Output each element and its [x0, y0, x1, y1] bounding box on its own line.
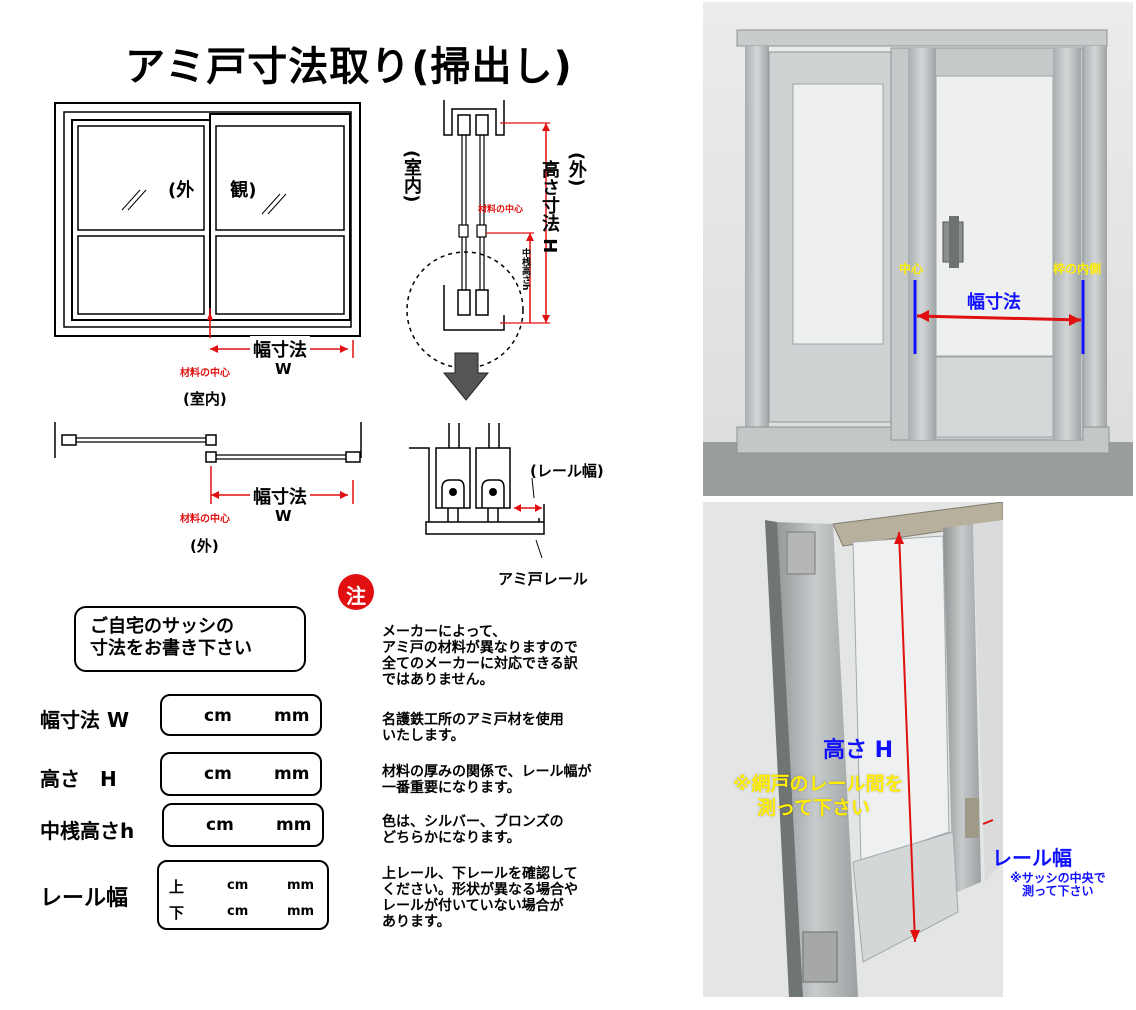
rail-bottom-cm: cm — [227, 904, 249, 919]
outside-view-label: (外 観) — [168, 180, 257, 201]
rail-top-mm: mm — [287, 878, 315, 893]
section-diagram — [406, 100, 550, 401]
form-label-height: 高さ H — [40, 767, 117, 791]
nakazan-input-box[interactable]: cm mm — [162, 803, 324, 847]
note-5-line-3: レールが付いていない場合が — [382, 898, 564, 914]
width-dim-label-top: 幅寸法 — [250, 336, 310, 362]
width-input-box[interactable]: cm mm — [160, 694, 322, 736]
rail-top-cm: cm — [227, 878, 249, 893]
form-label-rail: レール幅 — [40, 886, 129, 911]
note-1-line-3: 全てのメーカーに対応できる訳 — [382, 656, 578, 672]
nakazan-mm-unit: mm — [276, 815, 312, 835]
photo-center-note: ※サッシの中央で 測って下さい — [1010, 872, 1106, 898]
photo-measure-note-line-2: 測って下さい — [757, 797, 871, 819]
photo-sash-side-drawing — [703, 502, 1003, 997]
material-center-label-top: 材料の中心 — [180, 368, 230, 379]
photo-center-label: 中心 — [899, 262, 924, 276]
outdoor-label-plan: (外) — [190, 537, 219, 555]
form-label-nakazan: 中桟高さh — [40, 819, 135, 843]
height-mm-unit: mm — [274, 764, 310, 784]
photo-window-front: 中心 枠の内側 幅寸法 — [703, 2, 1133, 496]
form-heading-box: ご自宅のサッシの 寸法をお書き下さい — [74, 606, 306, 672]
w-letter-top: W — [275, 360, 292, 378]
note-badge-text: 注 — [346, 584, 366, 608]
height-input-box[interactable]: cm mm — [160, 752, 322, 796]
photo-center-note-line-2: 測って下さい — [1022, 884, 1094, 898]
note-1: メーカーによって、 アミ戸の材料が異なりますので 全てのメーカーに対応できる訳 … — [382, 624, 578, 688]
rail-width-label: (レール幅) — [530, 462, 604, 480]
indoor-label-top: (室内) — [183, 390, 227, 408]
form-heading-line-1: ご自宅のサッシの — [90, 616, 234, 637]
nakazan-height-label: 中桟高さh — [520, 248, 530, 291]
ami-rail-label: アミ戸レール — [498, 570, 588, 588]
outdoor-vertical-label: (外) — [566, 152, 587, 187]
rail-input-box[interactable]: 上 cm mm 下 cm mm — [157, 860, 329, 930]
w-letter-plan: W — [275, 507, 292, 525]
photo-window-front-drawing — [703, 2, 1133, 496]
rail-bottom-label: 下 — [169, 904, 185, 922]
note-1-line-1: メーカーによって、 — [382, 624, 507, 640]
photo-measure-note-line-1: ※網戸のレール間を — [733, 773, 904, 795]
note-2: 名護鉄工所のアミ戸材を使用 いたします。 — [382, 712, 564, 744]
note-4: 色は、シルバー、ブロンズの どちらかになります。 — [382, 814, 564, 846]
width-dim-label-plan: 幅寸法 — [250, 483, 310, 509]
note-3: 材料の厚みの関係で、レール幅が 一番重要になります。 — [382, 764, 591, 796]
note-2-line-1: 名護鉄工所のアミ戸材を使用 — [382, 712, 564, 728]
photo-center-note-line-1: ※サッシの中央で — [1010, 871, 1106, 885]
rail-plan-diagram — [54, 422, 362, 463]
note-badge — [338, 574, 374, 610]
window-elevation-diagram — [54, 102, 361, 338]
note-1-line-2: アミ戸の材料が異なりますので — [382, 640, 578, 656]
width-mm-unit: mm — [274, 706, 310, 726]
note-3-line-1: 材料の厚みの関係で、レール幅が — [382, 764, 592, 780]
photo-sash-side: 高さ H ※網戸のレール間を 測って下さい — [703, 502, 1003, 997]
width-cm-unit: cm — [204, 706, 232, 726]
note-4-line-1: 色は、シルバー、ブロンズの — [382, 814, 564, 830]
form-label-width: 幅寸法 W — [40, 708, 130, 732]
height-dim-label: 高さ寸法 H — [539, 160, 560, 254]
photo-inner-frame-label: 枠の内側 — [1053, 262, 1102, 276]
note-3-line-2: 一番重要になります。 — [382, 780, 521, 796]
note-4-line-2: どちらかになります。 — [382, 830, 521, 846]
note-1-line-4: ではありません。 — [382, 672, 494, 688]
rail-detail-diagram — [409, 423, 545, 559]
note-5-line-1: 上レール、下レールを確認して — [382, 866, 578, 882]
note-5-line-4: あります。 — [382, 914, 451, 930]
indoor-vertical-label: (室内) — [401, 150, 422, 203]
form-heading-line-2: 寸法をお書き下さい — [90, 638, 252, 659]
material-center-small-label: 材料の中心 — [478, 205, 524, 215]
note-5-line-2: ください。形状が異なる場合や — [382, 882, 578, 898]
photo-height-label: 高さ H — [823, 738, 894, 763]
page-title: アミ戸寸法取り(掃出し) — [125, 44, 573, 90]
nakazan-cm-unit: cm — [206, 815, 234, 835]
photo-rail-width-label: レール幅 — [992, 846, 1072, 870]
rail-bottom-mm: mm — [287, 904, 315, 919]
rail-top-label: 上 — [169, 878, 185, 896]
photo-width-dim-label: 幅寸法 — [967, 292, 1021, 313]
note-2-line-2: いたします。 — [382, 728, 465, 744]
height-cm-unit: cm — [204, 764, 232, 784]
note-5: 上レール、下レールを確認して ください。形状が異なる場合や レールが付いていない… — [382, 866, 578, 930]
photo-measure-note: ※網戸のレール間を 測って下さい — [733, 772, 903, 820]
material-center-label-plan: 材料の中心 — [180, 514, 230, 525]
